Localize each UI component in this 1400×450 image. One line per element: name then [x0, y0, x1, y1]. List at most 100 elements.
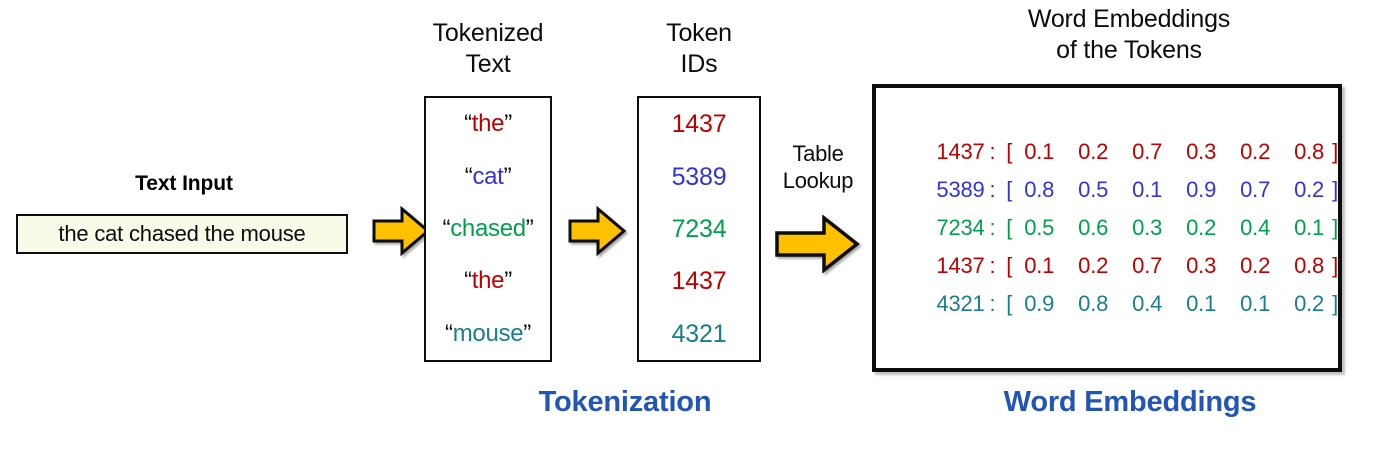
quote-open: “: [464, 162, 473, 190]
embedding-value: 0.8: [1024, 177, 1055, 202]
text-input-label: Text Input: [135, 172, 233, 195]
embedding-row-id: 1437: [936, 139, 985, 164]
bracket-open: [: [1006, 215, 1013, 240]
bracket-close: ]: [1332, 139, 1339, 164]
embedding-colon: :: [989, 139, 996, 164]
table-lookup-line1: Table: [792, 141, 844, 166]
arrow-tokens-to-ids: [568, 205, 627, 262]
token-text: mouse: [452, 319, 524, 347]
quote-open: “: [464, 267, 472, 295]
embedding-row[interactable]: 7234 : [ 0.5 0.6 0.3 0.2 0.4 0.1 ]: [876, 209, 1338, 247]
token-id-item[interactable]: 4321: [671, 319, 727, 348]
word-embeddings-title: Word Embeddings of the Tokens: [944, 4, 1314, 66]
quote-close: ”: [504, 110, 512, 138]
embedding-value: 0.3: [1186, 253, 1217, 278]
token-ids-title-line2: IDs: [680, 50, 718, 78]
table-lookup-line2: Lookup: [782, 168, 854, 193]
embedding-row[interactable]: 4321 : [ 0.9 0.8 0.4 0.1 0.1 0.2 ]: [876, 285, 1338, 323]
embedding-value: 0.7: [1132, 253, 1163, 278]
embedding-value: 0.6: [1078, 215, 1109, 240]
token-text: chased: [450, 214, 526, 242]
tokenized-text-title-line1: Tokenized: [432, 19, 544, 47]
text-input-box[interactable]: the cat chased the mouse: [16, 214, 348, 254]
word-embeddings-title-line2: of the Tokens: [1056, 36, 1202, 64]
embedding-value: 0.5: [1024, 215, 1055, 240]
embedding-row-id: 7234: [936, 215, 985, 240]
arrow-ids-to-embeddings: [774, 214, 860, 279]
bracket-open: [: [1006, 253, 1013, 278]
bracket-open: [: [1006, 139, 1013, 164]
token-id-item[interactable]: 1437: [671, 267, 727, 296]
embedding-colon: :: [989, 177, 996, 202]
embedding-value: 0.8: [1078, 291, 1109, 316]
embedding-value: 0.1: [1024, 139, 1055, 164]
quote-open: “: [445, 319, 453, 347]
embedding-value: 0.9: [1024, 291, 1055, 316]
token-text: the: [471, 110, 505, 138]
embedding-value: 0.7: [1240, 177, 1271, 202]
embedding-value: 0.4: [1240, 215, 1271, 240]
token-text: the: [471, 267, 505, 295]
token-id-item[interactable]: 5389: [671, 162, 727, 191]
embedding-value: 0.3: [1186, 139, 1217, 164]
bracket-open: [: [1006, 291, 1013, 316]
embedding-row-id: 4321: [936, 291, 985, 316]
embedding-value: 0.8: [1294, 253, 1325, 278]
embedding-value: 0.2: [1186, 215, 1217, 240]
token-text: cat: [472, 162, 504, 190]
bracket-close: ]: [1332, 253, 1339, 278]
bracket-close: ]: [1332, 291, 1339, 316]
token-item[interactable]: “chased”: [442, 214, 534, 242]
caption-tokenization: Tokenization: [538, 386, 712, 418]
embedding-value: 0.1: [1294, 215, 1325, 240]
quote-close: ”: [523, 319, 531, 347]
embedding-value: 0.1: [1132, 177, 1163, 202]
word-embeddings-box: 1437 : [ 0.1 0.2 0.7 0.3 0.2 0.8 ] 5389 …: [872, 84, 1342, 372]
token-item[interactable]: “mouse”: [445, 319, 531, 347]
embedding-row[interactable]: 1437 : [ 0.1 0.2 0.7 0.3 0.2 0.8 ]: [876, 133, 1338, 171]
tokenized-text-title: Tokenized Text: [408, 18, 568, 80]
embedding-value: 0.2: [1294, 291, 1325, 316]
token-item[interactable]: “the”: [464, 268, 512, 294]
embedding-value: 0.2: [1240, 139, 1271, 164]
token-item[interactable]: “cat”: [464, 162, 512, 190]
embedding-colon: :: [989, 215, 996, 240]
embedding-value: 0.4: [1132, 291, 1163, 316]
embedding-value: 0.7: [1132, 139, 1163, 164]
embedding-value: 0.1: [1240, 291, 1271, 316]
table-lookup-label: Table Lookup: [772, 140, 864, 194]
token-id-item[interactable]: 7234: [671, 214, 727, 243]
word-embeddings-title-line1: Word Embeddings: [1027, 5, 1231, 33]
embedding-row-id: 1437: [936, 253, 985, 278]
token-id-item[interactable]: 1437: [671, 110, 727, 139]
token-item[interactable]: “the”: [464, 111, 512, 137]
tokenized-text-title-line2: Text: [465, 50, 511, 78]
quote-open: “: [442, 214, 451, 242]
token-ids-title: Token IDs: [629, 18, 769, 80]
embedding-value: 0.3: [1132, 215, 1163, 240]
quote-close: ”: [504, 267, 512, 295]
embedding-value: 0.2: [1078, 139, 1109, 164]
embedding-value: 0.1: [1024, 253, 1055, 278]
tokenized-text-box: “the” “cat” “chased” “the” “mouse”: [424, 96, 552, 362]
embedding-row-id: 5389: [936, 177, 985, 202]
embedding-value: 0.9: [1186, 177, 1217, 202]
arrow-input-to-tokens: [372, 205, 431, 262]
bracket-open: [: [1006, 177, 1013, 202]
embedding-value: 0.8: [1294, 139, 1325, 164]
bracket-close: ]: [1332, 215, 1339, 240]
embedding-value: 0.5: [1078, 177, 1109, 202]
embedding-row[interactable]: 5389 : [ 0.8 0.5 0.1 0.9 0.7 0.2 ]: [876, 171, 1338, 209]
token-ids-box: 1437 5389 7234 1437 4321: [637, 96, 761, 362]
caption-word-embeddings: Word Embeddings: [1003, 386, 1257, 418]
quote-open: “: [464, 110, 472, 138]
embedding-colon: :: [989, 291, 996, 316]
embedding-value: 0.2: [1240, 253, 1271, 278]
text-input-value: the cat chased the mouse: [58, 221, 306, 246]
embedding-value: 0.2: [1294, 177, 1325, 202]
embedding-row[interactable]: 1437 : [ 0.1 0.2 0.7 0.3 0.2 0.8 ]: [876, 247, 1338, 285]
embedding-value: 0.2: [1078, 253, 1109, 278]
embedding-value: 0.1: [1186, 291, 1217, 316]
embedding-colon: :: [989, 253, 996, 278]
quote-close: ”: [503, 162, 512, 190]
